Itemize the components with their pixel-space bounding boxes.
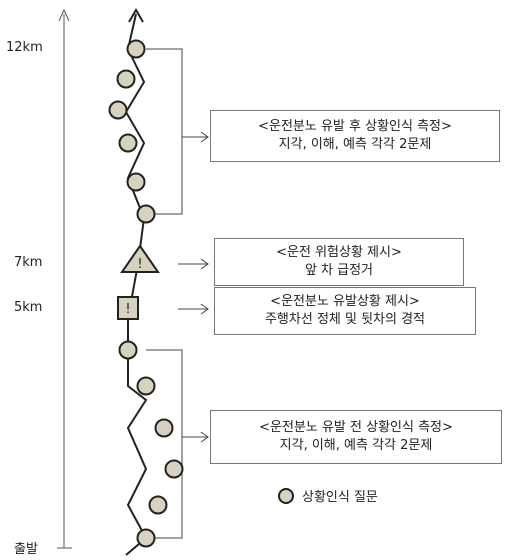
question-node — [148, 495, 168, 515]
anger-trigger-detail: 주행차선 정체 및 뒷차의 경적 — [264, 312, 426, 327]
axis-label-5km: 5km — [14, 300, 43, 315]
legend: 상황인식 질문 — [278, 486, 378, 505]
alert-square-icon — [117, 296, 139, 320]
hazard-box: <운전 위험상황 제시> 앞 차 급정거 — [214, 238, 464, 286]
bracket-upper — [146, 48, 183, 215]
connector-anger-arrowhead — [200, 303, 209, 315]
axis-label-12km: 12km — [6, 40, 43, 55]
question-node — [116, 69, 136, 89]
hazard-title: <운전 위험상황 제시> — [276, 245, 402, 260]
anger-trigger-title: <운전분노 유발상황 제시> — [270, 294, 420, 309]
question-node — [136, 204, 156, 224]
distance-axis-arrowhead — [58, 8, 70, 22]
connector-hazard-arrowhead — [200, 258, 209, 270]
warning-triangle-icon — [120, 244, 160, 273]
pre-measure-detail: 지각, 이해, 예측 각각 2문제 — [279, 438, 433, 453]
question-node — [164, 459, 184, 479]
question-node — [136, 528, 156, 548]
question-node — [126, 39, 146, 59]
hazard-marker: ! — [120, 244, 160, 273]
anger-trigger-box: <운전분노 유발상황 제시> 주행차선 정체 및 뒷차의 경적 — [214, 287, 476, 335]
alert-square-symbol: ! — [125, 302, 130, 317]
post-measure-box: <운전분노 유발 후 상황인식 측정> 지각, 이해, 예측 각각 2문제 — [210, 110, 500, 162]
post-measure-detail: 지각, 이해, 예측 각각 2문제 — [278, 137, 432, 152]
question-node — [118, 133, 138, 153]
bracket-lower — [146, 349, 183, 539]
question-node — [154, 418, 174, 438]
question-node — [108, 100, 128, 120]
question-node — [118, 340, 138, 360]
axis-label-7km: 7km — [14, 255, 43, 270]
legend-label: 상황인식 질문 — [302, 490, 378, 505]
route-arrowhead — [128, 8, 144, 23]
lower-question-nodes — [118, 340, 184, 548]
hazard-detail: 앞 차 급정거 — [304, 263, 374, 278]
post-measure-title: <운전분노 유발 후 상황인식 측정> — [258, 119, 452, 134]
pre-measure-title: <운전분노 유발 전 상황인식 측정> — [259, 420, 453, 435]
anger-marker: ! — [117, 296, 139, 320]
route-path — [124, 13, 148, 556]
connector-upper-arrowhead — [200, 131, 209, 143]
pre-measure-box: <운전분노 유발 전 상황인식 측정> 지각, 이해, 예측 각각 2문제 — [210, 410, 502, 464]
connector-lower-arrowhead — [200, 431, 209, 443]
axis-label-start: 출발 — [14, 542, 38, 557]
question-node-legend-icon — [278, 487, 294, 504]
warning-triangle-symbol: ! — [137, 257, 142, 272]
question-node — [136, 376, 156, 396]
upper-question-nodes — [108, 39, 156, 224]
question-node — [126, 172, 146, 192]
